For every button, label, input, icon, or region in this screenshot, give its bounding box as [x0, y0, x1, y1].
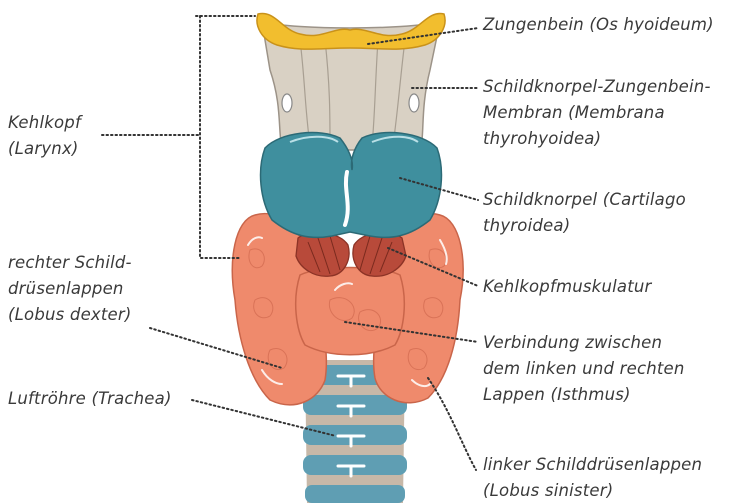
- label-membrane: Schildknorpel-Zungenbein- Membran (Membr…: [483, 74, 711, 152]
- label-line: Schildknorpel (Cartilago: [483, 187, 686, 213]
- label-line: rechter Schild-: [8, 250, 132, 276]
- label-larynx: Kehlkopf (Larynx): [8, 110, 81, 162]
- label-line: drüsenlappen: [8, 276, 132, 302]
- label-line: dem linken und rechten: [483, 356, 685, 382]
- label-left-lobe: linker Schilddrüsenlappen (Lobus siniste…: [483, 452, 702, 504]
- label-line: (Lobus sinister): [483, 478, 702, 504]
- label-line: Kehlkopfmuskulatur: [483, 274, 652, 300]
- hyoid-bone: [257, 13, 445, 49]
- isthmus: [296, 268, 405, 355]
- label-line: Membran (Membrana: [483, 100, 711, 126]
- label-line: (Lobus dexter): [8, 302, 132, 328]
- label-thyroid-cartilage: Schildknorpel (Cartilago thyroidea): [483, 187, 686, 239]
- label-isthmus: Verbindung zwischen dem linken und recht…: [483, 330, 685, 408]
- label-right-lobe: rechter Schild- drüsenlappen (Lobus dext…: [8, 250, 132, 328]
- label-line: (Larynx): [8, 136, 81, 162]
- label-line: thyrohyoidea): [483, 126, 711, 152]
- label-laryngeal-muscles: Kehlkopfmuskulatur: [483, 274, 652, 300]
- label-hyoid: Zungenbein (Os hyoideum): [483, 12, 714, 38]
- label-line: thyroidea): [483, 213, 686, 239]
- label-line: Luftröhre (Trachea): [8, 386, 172, 412]
- label-line: linker Schilddrüsenlappen: [483, 452, 702, 478]
- label-line: Zungenbein (Os hyoideum): [483, 12, 714, 38]
- label-line: Kehlkopf: [8, 110, 81, 136]
- label-line: Schildknorpel-Zungenbein-: [483, 74, 711, 100]
- label-trachea: Luftröhre (Trachea): [8, 386, 172, 412]
- label-line: Verbindung zwischen: [483, 330, 685, 356]
- label-line: Lappen (Isthmus): [483, 382, 685, 408]
- trachea-ring: [305, 485, 405, 503]
